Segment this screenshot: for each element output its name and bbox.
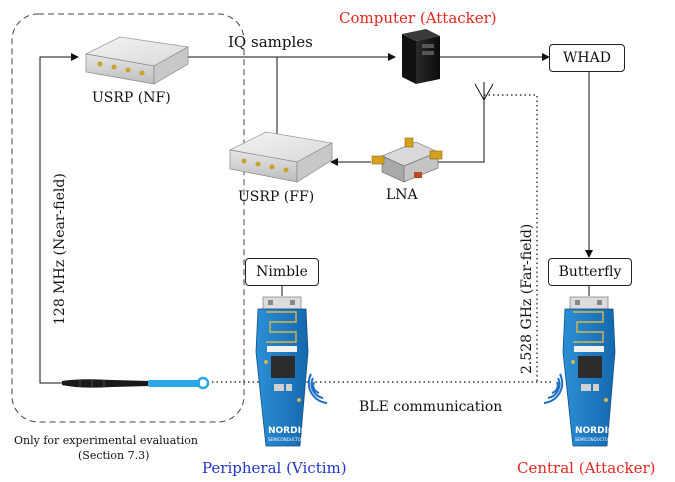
butterfly-box: Butterfly xyxy=(548,258,632,286)
far-field-dotted-line xyxy=(484,94,538,382)
iq-samples-label: IQ samples xyxy=(228,33,313,51)
central-label: Central (Attacker) xyxy=(517,459,656,477)
near-field-line xyxy=(39,53,98,384)
usrp-ff-device xyxy=(228,131,334,183)
antenna-to-lna-line xyxy=(437,100,485,163)
central-wireless-icon xyxy=(543,373,564,404)
nimble-box: Nimble xyxy=(245,258,319,286)
near-field-label: 128 MHz (Near-field) xyxy=(52,173,68,325)
usrp-nf-label: USRP (NF) xyxy=(92,90,171,106)
central-brand-sub: SEMICONDUCTOR xyxy=(575,437,611,442)
computer-label: Computer (Attacker) xyxy=(339,9,497,27)
far-field-label: 2.528 GHz (Far-field) xyxy=(519,223,535,374)
usrp-ff-label: USRP (FF) xyxy=(238,189,315,205)
usrp-nf-device xyxy=(84,36,190,85)
peripheral-brand-sub: SEMICONDUCTOR xyxy=(268,437,304,442)
experimental-note-line1: Only for experimental evaluation xyxy=(14,434,198,447)
experimental-note-line2: (Section 7.3) xyxy=(78,449,150,462)
antenna-icon xyxy=(474,82,494,101)
whad-box: WHAD xyxy=(549,44,625,72)
peripheral-label: Peripheral (Victim) xyxy=(202,459,347,477)
peripheral-brand: NORDIC xyxy=(268,426,308,436)
ble-communication-label: BLE communication xyxy=(357,399,505,415)
central-brand: NORDIC xyxy=(575,426,615,436)
near-field-probe-icon xyxy=(62,376,210,390)
experimental-region xyxy=(11,13,245,423)
computer-icon xyxy=(402,29,440,84)
lna-icon xyxy=(371,137,443,183)
peripheral-board xyxy=(255,296,309,447)
peripheral-wireless-icon xyxy=(307,373,328,404)
lna-label: LNA xyxy=(386,187,418,203)
central-board xyxy=(562,296,616,447)
